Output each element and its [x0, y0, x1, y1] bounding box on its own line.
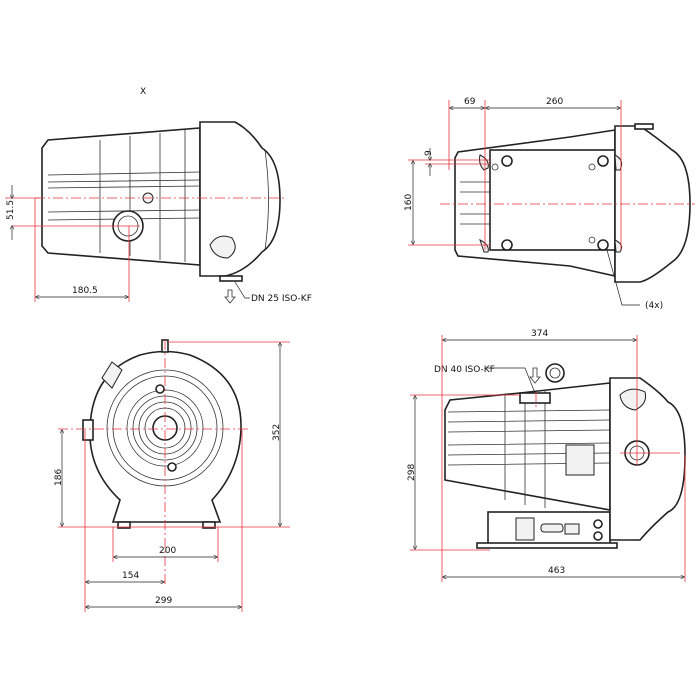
- side-view-bottom-right: DN 40 ISO-KF 374 298 463: [407, 329, 686, 582]
- lifting-eye: [545, 363, 565, 383]
- dim-186: 186: [54, 469, 64, 486]
- dim-299: 299: [155, 596, 172, 606]
- dim-352: 352: [272, 424, 282, 441]
- bottom-view-top-right: 69 260 9 160 (4x): [404, 97, 695, 311]
- side-port: [82, 419, 94, 441]
- motor-cap: [199, 121, 281, 277]
- inlet-label: DN 40 ISO-KF: [434, 365, 495, 375]
- view-label-x: X: [140, 87, 146, 97]
- outlet-arrow-icon: [224, 289, 236, 304]
- dim-154: 154: [122, 571, 139, 581]
- dim-200: 200: [159, 546, 176, 556]
- dim-374: 374: [531, 329, 548, 339]
- holes-count-label: (4x): [645, 301, 663, 311]
- inlet-arrow-icon: [529, 367, 541, 384]
- dim-260: 260: [546, 97, 563, 107]
- power-socket: [515, 517, 535, 541]
- base-plate: [489, 149, 616, 251]
- dim-160: 160: [404, 194, 414, 211]
- inlet-flange: [519, 392, 551, 404]
- serial-connector: [540, 523, 564, 533]
- dim-69: 69: [464, 97, 476, 107]
- outlet-label: DN 25 ISO-KF: [251, 294, 312, 304]
- dim-463: 463: [548, 566, 565, 576]
- dim-180-5: 180.5: [72, 286, 98, 296]
- exhaust-valve: [619, 388, 646, 411]
- dim-298: 298: [407, 464, 417, 481]
- side-view-top-left: X 51.5 180.5 DN 25 ISO-KF: [5, 87, 312, 304]
- dim-51-5: 51.5: [6, 200, 16, 220]
- dim-9: 9: [424, 150, 434, 156]
- pump-body: [41, 127, 201, 266]
- exhaust-valve: [209, 235, 236, 259]
- front-view-bottom-left: 352 186 200 154 299: [54, 339, 290, 612]
